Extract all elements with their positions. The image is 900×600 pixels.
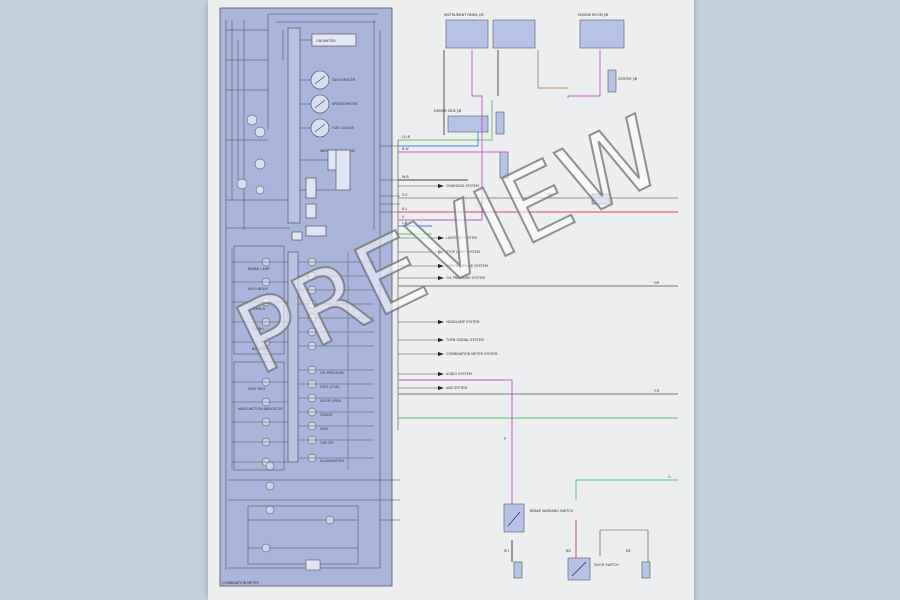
brake-warning-switch-label: BRAKE WARNING SWITCH [530,509,574,513]
wire-code-9: Y-R [654,389,660,393]
system-label-5: HEADLAMP SYSTEM [446,320,480,324]
gauge-label-speedometer: SPEEDOMETER [332,102,358,106]
wire-code-4: R-L [402,207,407,211]
combination-meter-caption: COMBINATION METER [222,581,260,585]
wire-code-2: W-B [402,175,409,179]
meter-bus-lines [225,13,381,570]
left-indicator-label-3: TURN L [251,327,265,331]
system-label-8: AUDIO SYSTEM [446,372,472,376]
meter-bottom-circuit [247,505,359,571]
meter-connector-pins [380,145,400,521]
left-indicator-label-4: BATTERY [252,347,268,351]
wire-code-5: V [402,215,405,219]
system-arrows [438,184,444,390]
module-label-1: ENGINE ROOM J/B [578,13,609,17]
wire-code-3: G-Y [402,193,408,197]
system-label-6: TURN SIGNAL SYSTEM [445,338,484,342]
ground-label-2: EB [626,549,631,553]
gauge-label-fuel: FUEL GAUGE [332,126,354,130]
wire-code-6: BR [548,193,553,197]
wire-code-10: P [504,437,506,441]
left-indicator-label-5: SEAT BELT [248,387,266,391]
right-indicator-label-4: 4WD [320,427,329,431]
meter-ic-spine [287,27,301,224]
wiring-diagram-sheet: ODOMETER TACHOMETER SPEEDOMETER FUEL GAU… [208,0,694,600]
system-label-0: CHARGING SYSTEM [446,184,479,188]
ground-label-1: BD [566,549,571,553]
meter-bottom-bulbs [261,461,335,553]
system-label-9: ABS SYSTEM [446,386,467,390]
wire-code-0: B-W [402,147,409,151]
left-indicator-group [233,245,285,355]
left-indicator-label-6: MALFUNCTION INDICATOR [238,407,283,411]
wire-code-7: GR [654,281,660,285]
ground-boxes [513,561,651,579]
signal-wires [398,151,678,562]
combination-meter-outline [219,7,393,587]
right-indicator-label-6: ILLUMINATION [320,459,344,463]
system-label-1: LIGHTING SYSTEM [446,236,477,240]
brake-warning-switch-box [503,503,525,533]
gauge-label-tachometer: TACHOMETER [331,78,356,82]
module-label-2: DRIVER SIDE J/B [434,109,462,113]
right-indicator-label-5: O/D OFF [320,441,334,445]
door-switch-box [567,557,591,581]
wire-code-1: LG-B [402,135,411,139]
right-indicator-label-0: OIL PRESSURE [320,371,344,375]
wire-code-8: L-B [402,221,408,225]
right-indicator-label-2: DOOR OPEN [320,399,341,403]
module-label-3: CENTER J/B [618,77,638,81]
left-indicator-label-0: BRAKE LAMP [248,267,270,271]
right-indicator-wires [298,252,374,470]
top-junction-blocks [445,19,625,133]
system-label-4: OIL PRESSURE SYSTEM [446,276,485,280]
meter-transistors [236,114,266,195]
right-indicator-label-1: FUEL LEVEL [320,385,340,389]
system-arrow-stems [398,185,438,389]
system-label-3: PARKING BRAKE SYSTEM [446,264,488,268]
gauge-label-odometer: ODOMETER [316,39,336,43]
left-indicator-label-1: HIGH BEAM [248,287,268,291]
left-indicator-group-2 [233,361,285,471]
left-indicator-wires [231,248,288,470]
wire-code-11: O [668,475,671,479]
left-indicator-label-2: TURN R [251,307,266,311]
ground-label-0: IE1 [504,549,509,553]
meter-ic-block [287,251,299,463]
door-switch-label: DOOR SWITCH [594,563,619,567]
top-feed-wires [398,50,601,221]
system-label-7: COMBINATION METER SYSTEM [446,352,498,356]
module-label-0: INSTRUMENT PANEL J/B [444,13,484,17]
wiring-diagram: ODOMETER TACHOMETER SPEEDOMETER FUEL GAU… [219,7,678,587]
meter-relay-boxes [291,149,351,241]
system-label-2: STOP LAMP SYSTEM [446,250,480,254]
right-indicator-label-3: CRUISE [320,413,333,417]
